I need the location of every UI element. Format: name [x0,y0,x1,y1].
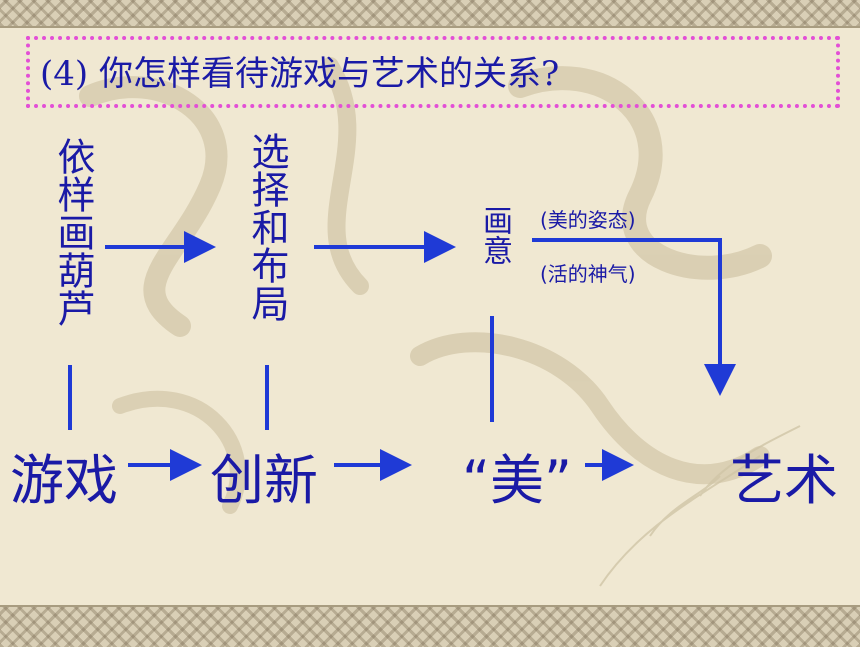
note-beautiful-posture: (美的姿态) [540,208,636,232]
label-painting-meaning: 画意 [477,205,512,265]
label-art: 艺术 [730,449,838,512]
page-title: (4) 你怎样看待游戏与艺术的关系? [40,54,560,94]
decorative-border-top [0,0,860,28]
label-selection-layout: 选择和布局 [245,132,289,322]
title-box: (4) 你怎样看待游戏与艺术的关系? [26,36,840,108]
label-copy-gourd: 依样画葫芦 [51,137,95,327]
note-lively-spirit: (活的神气) [540,262,636,286]
label-beauty: “美” [462,449,572,512]
background-calligraphy-texture [79,57,801,587]
arrow-meaning-to-art [532,238,736,396]
label-game: 游戏 [10,449,118,512]
decorative-border-bottom [0,605,860,647]
label-innovation: 创新 [210,449,318,512]
